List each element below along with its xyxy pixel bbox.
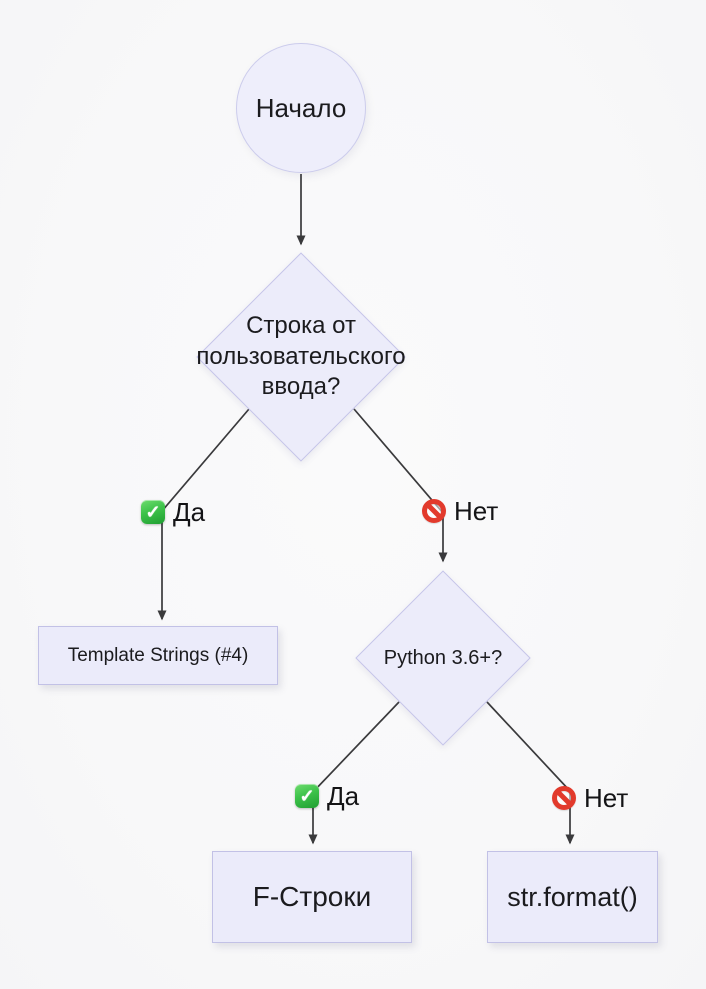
node-f-strings: F-Строки [212,851,412,943]
no-entry-slash [555,789,573,807]
node-f-strings-label: F-Строки [252,881,372,912]
edge-decision1-no [353,408,448,563]
edge-label-no-2-text: Нет [584,782,629,813]
node-template-strings: Template Strings (#4) [38,626,278,685]
node-decision-user-input-label: Строка от пользовательского ввода? [196,312,406,401]
edge-decision2-no [486,701,575,845]
edge-label-no-1-text: Нет [454,495,499,526]
node-str-format-label: str.format() [507,881,638,912]
check-glyph: ✓ [299,786,315,806]
edge-decision2-yes [308,701,400,845]
node-start: Начало [236,43,366,173]
edge-label-no-1: Нет [422,495,498,527]
edge-label-yes-2-text: Да [327,780,360,811]
no-entry-icon [552,786,576,810]
edge-label-yes-2: ✓ Да [295,780,359,812]
node-str-format: str.format() [487,851,658,943]
check-icon: ✓ [141,500,165,524]
no-entry-slash [425,502,443,520]
node-template-strings-label: Template Strings (#4) [67,644,249,666]
no-entry-icon [422,499,446,523]
check-icon: ✓ [295,784,319,808]
node-start-label: Начало [255,92,347,123]
edge-label-yes-1: ✓ Да [141,496,205,528]
edge-label-yes-1-text: Да [173,496,206,527]
node-decision-python-label: Python 3.6+? [383,646,503,669]
check-glyph: ✓ [145,502,161,522]
edge-label-no-2: Нет [552,782,628,814]
